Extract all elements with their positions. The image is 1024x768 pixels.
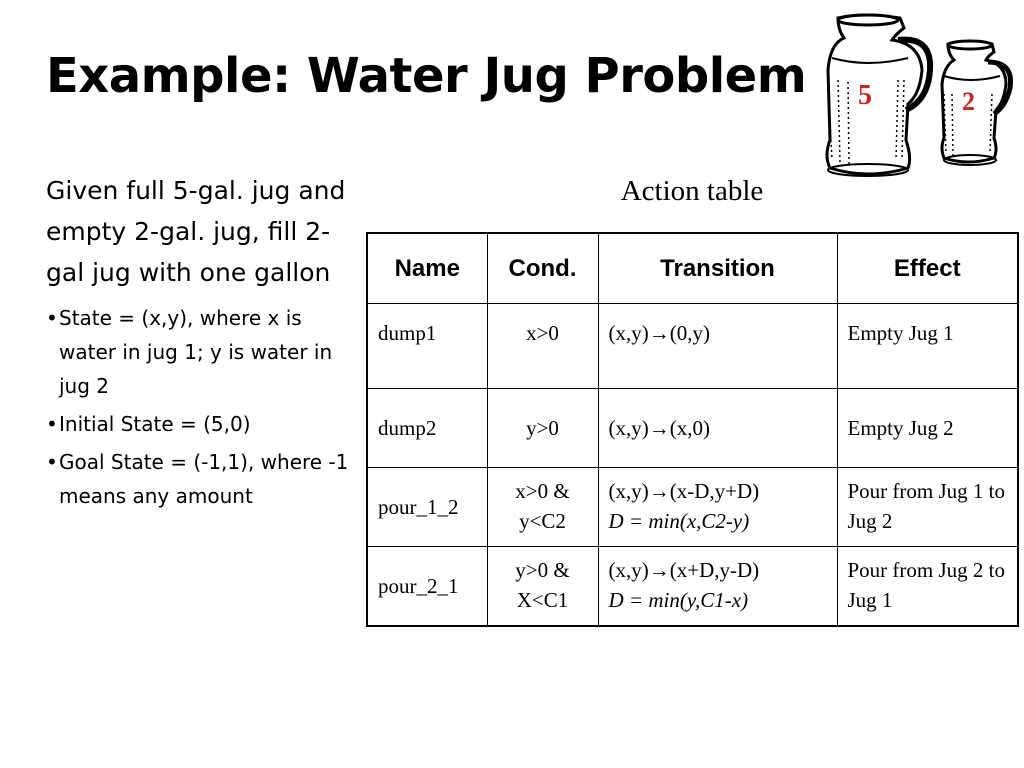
table-header-row: Name Cond. Transition Effect xyxy=(366,232,1019,304)
transition-line: (x,y)→(x+D,y-D) xyxy=(608,558,760,582)
bullet-list: State = (x,y), where x is water in jug 1… xyxy=(46,301,364,513)
cell-name: pour_2_1 xyxy=(366,546,488,627)
cell-transition: (x,y)→(0,y) xyxy=(597,303,838,389)
cond-line: X<C1 xyxy=(516,588,569,612)
big-jug-icon xyxy=(825,13,934,177)
cell-cond: y>0 xyxy=(486,388,599,468)
cond-line: y<C2 xyxy=(519,509,566,533)
small-jug-label: 2 xyxy=(962,87,975,116)
table-row: dump1 x>0 (x,y)→(0,y) Empty Jug 1 xyxy=(366,303,1019,389)
cell-effect: Pour from Jug 1 to Jug 2 xyxy=(836,467,1019,547)
table-row: dump2 y>0 (x,y)→(x,0) Empty Jug 2 xyxy=(366,388,1019,468)
bullet-item: Goal State = (-1,1), where -1 means any … xyxy=(46,445,364,513)
water-jugs-illustration: 5 2 xyxy=(825,13,1014,177)
cond-line: x>0 & xyxy=(515,479,570,503)
header-transition: Transition xyxy=(597,232,838,304)
transition-equation: D = min(y,C1-x) xyxy=(608,588,749,612)
cell-effect: Empty Jug 2 xyxy=(836,388,1019,468)
table-row: pour_1_2 x>0 & y<C2 (x,y)→(x-D,y+D) D = … xyxy=(366,467,1019,547)
cell-name: dump1 xyxy=(366,303,488,389)
cell-cond: y>0 & X<C1 xyxy=(486,546,599,627)
transition-equation: D = min(x,C2-y) xyxy=(608,509,750,533)
cell-name: dump2 xyxy=(366,388,488,468)
cell-effect: Empty Jug 1 xyxy=(836,303,1019,389)
problem-description: Given full 5-gal. jug and empty 2-gal. j… xyxy=(46,170,364,517)
cell-effect: Pour from Jug 2 to Jug 1 xyxy=(836,546,1019,627)
cell-name: pour_1_2 xyxy=(366,467,488,547)
big-jug-label: 5 xyxy=(858,80,872,111)
header-name: Name xyxy=(366,232,488,304)
problem-intro: Given full 5-gal. jug and empty 2-gal. j… xyxy=(46,176,346,287)
slide-title: Example: Water Jug Problem xyxy=(46,48,807,104)
action-table: Name Cond. Transition Effect dump1 x>0 (… xyxy=(366,232,1019,627)
table-caption: Action table xyxy=(620,175,764,207)
small-jug-icon xyxy=(940,39,1014,166)
cond-line: y>0 & xyxy=(515,558,570,582)
cell-cond: x>0 & y<C2 xyxy=(486,467,599,547)
cell-cond: x>0 xyxy=(486,303,599,389)
cell-transition: (x,y)→(x+D,y-D) D = min(y,C1-x) xyxy=(597,546,838,627)
table-row: pour_2_1 y>0 & X<C1 (x,y)→(x+D,y-D) D = … xyxy=(366,546,1019,627)
cell-transition: (x,y)→(x,0) xyxy=(597,388,838,468)
cell-transition: (x,y)→(x-D,y+D) D = min(x,C2-y) xyxy=(597,467,838,547)
bullet-item: State = (x,y), where x is water in jug 1… xyxy=(46,301,364,403)
bullet-item: Initial State = (5,0) xyxy=(46,407,364,441)
header-effect: Effect xyxy=(836,232,1019,304)
transition-line: (x,y)→(x-D,y+D) xyxy=(608,479,760,503)
header-cond: Cond. xyxy=(486,232,599,304)
